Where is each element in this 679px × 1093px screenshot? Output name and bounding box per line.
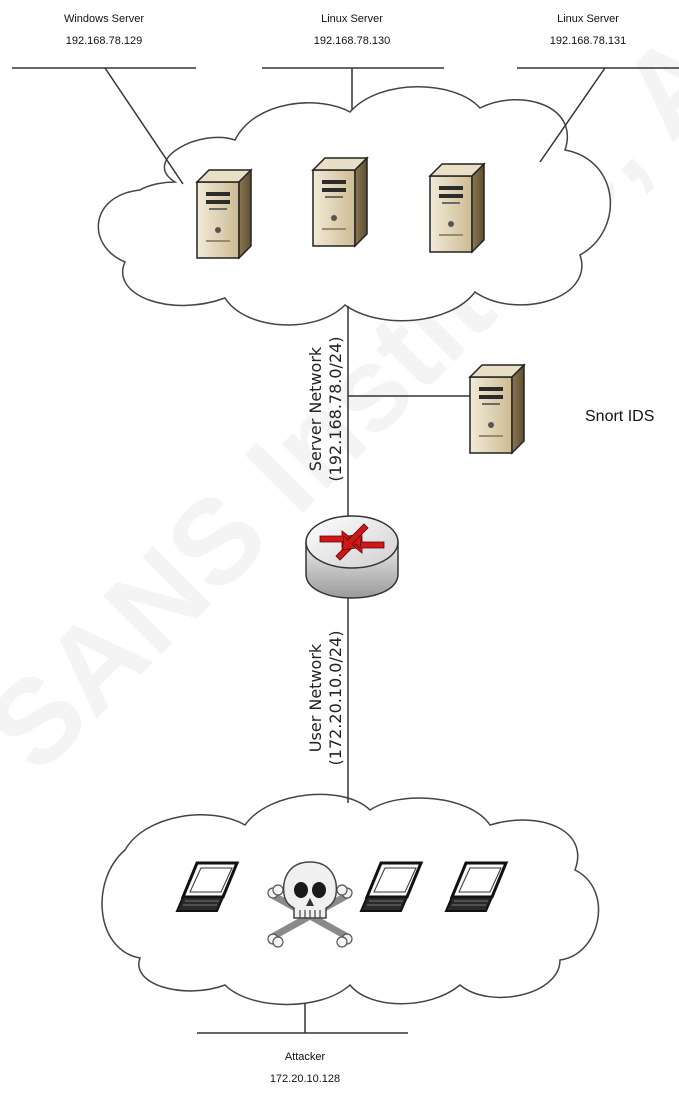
linux-server-130-icon (312, 157, 368, 247)
server-network-label: Server Network (192.168.78.0/24) (306, 309, 350, 509)
attacker-name: Attacker (284, 1051, 326, 1063)
linux-server-131-label: Linux Server 192.168.78.131 (508, 12, 668, 48)
linux-server-131-icon (429, 163, 485, 253)
snort-ids-label: Snort IDS (585, 408, 655, 425)
snort-ids-server-icon (469, 364, 525, 454)
windows-server-icon (196, 169, 252, 259)
connection-lines (12, 67, 679, 1034)
server-network-cidr: (192.168.78.0/24) (326, 336, 345, 482)
linux-server-130-ip: 192.168.78.130 (313, 35, 391, 47)
windows-server-name: Windows Server (63, 13, 145, 25)
linux-server-131-ip: 192.168.78.131 (549, 35, 627, 47)
user-network-label: User Network (172.20.10.0/24) (306, 598, 350, 798)
router-icon (305, 515, 399, 599)
skull-crossbones-icon (267, 861, 353, 948)
attacker-label: Attacker 172.20.10.128 (225, 1050, 385, 1086)
windows-server-ip: 192.168.78.129 (65, 35, 143, 47)
linux-server-130-label: Linux Server 192.168.78.130 (272, 12, 432, 48)
windows-server-label: Windows Server 192.168.78.129 (24, 12, 184, 48)
server-network-name: Server Network (306, 346, 325, 472)
user-cloud (101, 793, 600, 1006)
linux-server-131-name: Linux Server (557, 13, 619, 25)
attacker-ip: 172.20.10.128 (269, 1073, 341, 1085)
user-network-name: User Network (306, 643, 325, 753)
linux-server-130-name: Linux Server (321, 13, 383, 25)
user-network-cidr: (172.20.10.0/24) (326, 630, 345, 766)
